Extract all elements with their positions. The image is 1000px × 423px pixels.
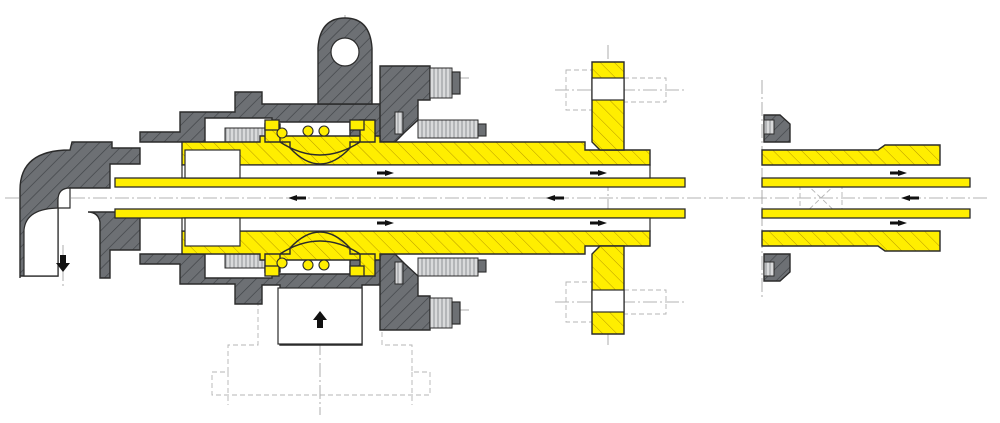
flow-arrow-down xyxy=(56,255,70,272)
flow-arrow-left xyxy=(901,195,919,201)
housing-bolts xyxy=(224,67,487,329)
ball-3 xyxy=(318,125,330,137)
ball-2 xyxy=(302,125,314,137)
bolt-bottom xyxy=(429,297,453,329)
ball-1 xyxy=(276,127,288,139)
flow-arrow-right xyxy=(890,220,907,226)
ball-6 xyxy=(318,259,330,271)
flow-arrow-up xyxy=(313,311,327,328)
siphon-tube-bottom xyxy=(114,208,686,219)
bolt-top xyxy=(429,67,453,99)
flow-arrow-left xyxy=(288,195,306,201)
flow-arrow-right xyxy=(890,170,907,176)
ball-5 xyxy=(302,259,314,271)
flange-upper xyxy=(591,61,625,151)
seal-rings xyxy=(264,119,376,277)
rotor-shaft xyxy=(114,135,686,261)
elbow-bore xyxy=(23,187,71,277)
flow-arrow-left xyxy=(546,195,564,201)
bearing-sleeve-top xyxy=(184,149,241,179)
pipe-stub-lower xyxy=(761,230,941,252)
flange xyxy=(591,61,625,335)
housing xyxy=(19,17,431,346)
pipe-stub-upper xyxy=(761,144,941,166)
siphon-tube-top xyxy=(114,177,686,188)
flow-arrows xyxy=(56,170,919,328)
flow-arrow-right xyxy=(377,220,394,226)
flow-arrow-right xyxy=(590,220,607,226)
pipe-stub-siphon-top xyxy=(761,177,971,188)
pipe-stub xyxy=(761,114,971,282)
ball-4 xyxy=(276,257,288,269)
lifting-eye-hole xyxy=(330,37,360,67)
pipe-stub-siphon-bottom xyxy=(761,208,971,219)
flow-arrow-right xyxy=(377,170,394,176)
bearing-sleeve-bottom xyxy=(184,217,241,247)
flow-arrow-right xyxy=(590,170,607,176)
outlet-elbow-lower xyxy=(87,211,141,279)
